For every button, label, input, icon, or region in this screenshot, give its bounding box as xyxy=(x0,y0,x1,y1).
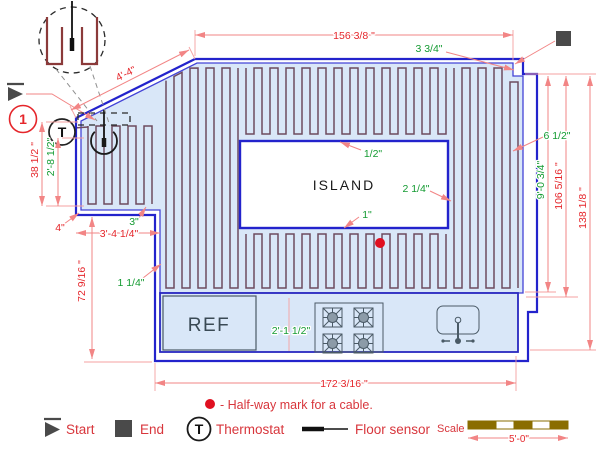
dim-island-gap-top: 1/2" xyxy=(364,148,383,160)
cable-run xyxy=(453,67,519,289)
dim-strip-gap-bottom: 4" xyxy=(55,222,65,234)
cable-run xyxy=(245,67,447,135)
legend-thermostat-label: Thermostat xyxy=(216,422,285,437)
start-symbol xyxy=(7,82,24,101)
end-leader-line xyxy=(514,40,556,65)
halfway-dot-icon xyxy=(205,399,215,409)
svg-text:T: T xyxy=(195,421,204,437)
cable-run xyxy=(87,125,153,205)
start-leader-line xyxy=(26,93,96,121)
dim-counter: 2'-1 1/2" xyxy=(272,325,311,337)
dim-cable-wall-gap: 1 1/4" xyxy=(117,277,144,289)
stove-icon xyxy=(314,302,384,354)
start-flag-icon xyxy=(44,417,61,437)
legend: - Half-way mark for a cable. Start End T… xyxy=(44,398,569,446)
cable-run xyxy=(245,233,447,289)
svg-text:1: 1 xyxy=(19,111,27,127)
legend-floor-sensor-label: Floor sensor xyxy=(355,422,431,437)
stove-burner-icon xyxy=(353,333,374,354)
dim-strip-width: 3'-4 1/4" xyxy=(100,228,139,240)
dimension-lines xyxy=(39,32,593,386)
dim-island-gap-bottom: 1" xyxy=(362,209,372,221)
dim-island-gap-right: 2 1/4" xyxy=(402,183,429,195)
floor-sensor-symbol xyxy=(90,110,118,155)
dim-left-height: 38 1/2 " xyxy=(29,142,41,178)
scale-bar xyxy=(467,420,569,430)
halfway-note: - Half-way mark for a cable. xyxy=(220,398,373,412)
sink-icon xyxy=(436,305,480,344)
island-label: ISLAND xyxy=(313,177,376,193)
dim-bottom-width: 172 3/16 " xyxy=(320,378,368,390)
stove-burner-icon xyxy=(353,307,374,328)
dim-cable-height-right: 9'-0 3/4" xyxy=(535,161,547,200)
dimension-texts: 156 3/8 " 3 3/4" 4'-4" 6 1/2" 9'-0 3/4" … xyxy=(28,29,591,392)
end-square-icon xyxy=(115,420,132,437)
stove-burner-icon xyxy=(322,307,343,328)
dim-left-cable-height: 2'-8 1/2" xyxy=(45,138,57,177)
halfway-mark-dot xyxy=(375,238,385,248)
scale-label: Scale xyxy=(437,423,465,435)
leader-lines xyxy=(63,51,544,279)
dim-room-height-inner: 106 5/16 " xyxy=(553,162,565,210)
end-symbol xyxy=(556,31,571,46)
dim-angled-wall: 4'-4" xyxy=(114,64,138,84)
thermostat-icon: T xyxy=(186,416,212,442)
stove-burner-icon xyxy=(322,333,343,354)
scale-value: 5'-0" xyxy=(509,434,529,445)
svg-text:T: T xyxy=(58,124,67,140)
dim-lower-left-height: 72 9/16 " xyxy=(76,260,88,302)
dim-right-gap: 6 1/2" xyxy=(543,130,570,142)
dim-cable-gap-top: 3 3/4" xyxy=(415,43,442,55)
dim-strip-spacing: 3" xyxy=(129,216,139,228)
dim-top-width: 156 3/8 " xyxy=(333,30,375,42)
legend-start-label: Start xyxy=(66,422,95,437)
legend-end-label: End xyxy=(140,422,164,437)
refrigerator-label: REF xyxy=(188,315,231,336)
extension-lines xyxy=(46,30,596,391)
refrigerator-box xyxy=(162,295,257,351)
dim-room-height-total: 138 1/8 " xyxy=(577,187,589,229)
room-outline xyxy=(74,57,539,363)
island-box xyxy=(238,139,450,230)
callout-1-bubble: 1 xyxy=(8,104,38,134)
